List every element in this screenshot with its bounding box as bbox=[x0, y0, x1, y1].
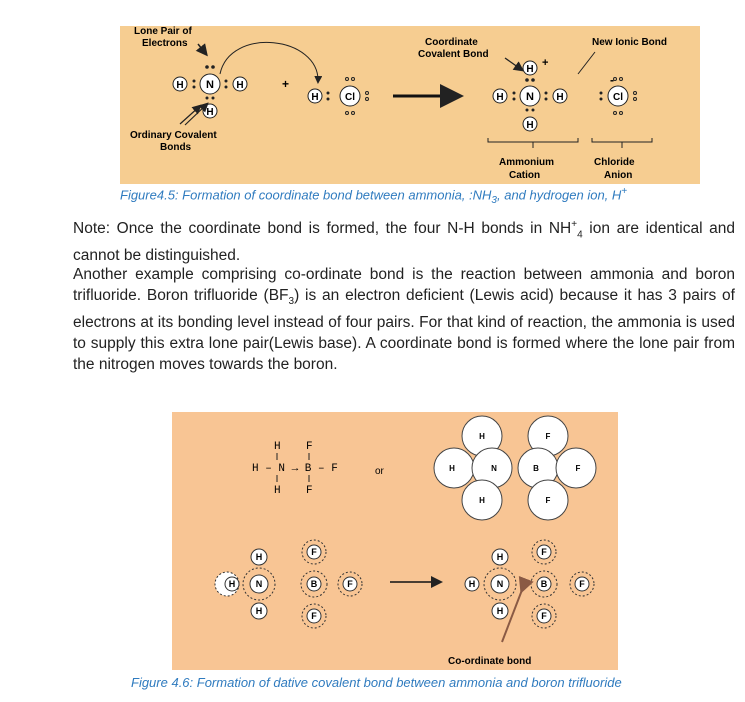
n-atom bbox=[519, 85, 541, 107]
svg-text:F: F bbox=[306, 485, 313, 497]
lone-pair-label: Lone Pair of bbox=[134, 26, 192, 37]
coord-bond-label: Coordinate bbox=[425, 37, 478, 48]
svg-text:B: B bbox=[541, 579, 548, 589]
svg-text:H: H bbox=[526, 64, 533, 75]
h-atom bbox=[172, 76, 188, 92]
new-ionic-bond-label: New Ionic Bond bbox=[592, 37, 667, 48]
svg-text:H: H bbox=[256, 552, 263, 562]
svg-text:H: H bbox=[229, 579, 236, 589]
coord-bond-pointer bbox=[504, 57, 525, 72]
svg-text:H: H bbox=[311, 92, 318, 103]
svg-text:H: H bbox=[479, 496, 485, 505]
cl-atom bbox=[339, 85, 361, 107]
svg-text:H: H bbox=[496, 92, 503, 103]
coord-bond-label-2: Covalent Bond bbox=[418, 49, 489, 60]
svg-text:F: F bbox=[306, 441, 313, 453]
svg-text:N: N bbox=[497, 579, 504, 589]
svg-text:N: N bbox=[206, 79, 214, 91]
svg-text:H: H bbox=[497, 606, 504, 616]
h-atom bbox=[232, 76, 248, 92]
svg-text:H: H bbox=[236, 80, 243, 91]
h-atom bbox=[307, 88, 323, 104]
svg-text:H: H bbox=[479, 432, 485, 441]
ordinary-bonds-label: Ordinary Covalent bbox=[130, 130, 217, 141]
ammonium-chloride-figure: Lone Pair of Electrons Coordinate Covale… bbox=[120, 26, 700, 184]
svg-text:H: H bbox=[206, 107, 213, 118]
svg-text:H: H bbox=[526, 120, 533, 131]
lone-pair-pointer bbox=[195, 43, 208, 57]
svg-text:H: H bbox=[469, 579, 476, 589]
svg-text:+: + bbox=[542, 57, 548, 69]
coordinate-bond-label: Co-ordinate bond bbox=[448, 656, 531, 667]
svg-text:H: H bbox=[497, 552, 504, 562]
n-atom bbox=[199, 73, 221, 95]
svg-text:B: B bbox=[533, 464, 539, 473]
svg-text:Bonds: Bonds bbox=[160, 142, 192, 153]
ionic-bond-pointer bbox=[577, 51, 596, 75]
svg-text:N: N bbox=[526, 91, 534, 103]
cl-ion bbox=[607, 85, 629, 107]
svg-text:F: F bbox=[546, 496, 551, 505]
svg-text:N: N bbox=[256, 579, 263, 589]
structural-formula: H – N → B – F bbox=[252, 463, 338, 475]
bf3-paragraph: Another example comprising co-ordinate b… bbox=[73, 266, 735, 374]
svg-text:Cl: Cl bbox=[345, 92, 355, 103]
lone-pair-label-2: Electrons bbox=[142, 38, 188, 49]
svg-text:F: F bbox=[311, 547, 317, 557]
figure-4-6-caption: Figure 4.6: Formation of dative covalent… bbox=[131, 675, 622, 690]
anion-label: Anion bbox=[604, 170, 632, 181]
svg-text:N: N bbox=[491, 464, 497, 473]
svg-text:B: B bbox=[311, 579, 318, 589]
ammonia-bf3-diagram: H F H – N → B – F H F or H F H N B F H F bbox=[214, 415, 597, 667]
coordinate-bond-pointer bbox=[501, 575, 534, 643]
svg-text:H: H bbox=[274, 441, 281, 453]
cation-label: Cation bbox=[509, 170, 540, 181]
nh3-bf3-reactants bbox=[214, 539, 363, 629]
chloride-label: Chloride bbox=[594, 157, 635, 168]
svg-text:H: H bbox=[449, 464, 455, 473]
svg-text:Cl: Cl bbox=[613, 92, 623, 103]
figure-4-5-caption: Figure4.5: Formation of coordinate bond … bbox=[120, 186, 628, 206]
orbital-overlap-model bbox=[433, 415, 597, 521]
svg-text:+: + bbox=[282, 77, 289, 91]
ammonia-bf3-figure: H F H – N → B – F H F or H F H N B F H F bbox=[172, 412, 618, 670]
nh3bf3-product bbox=[464, 539, 595, 629]
svg-text:F: F bbox=[579, 579, 585, 589]
svg-text:H: H bbox=[556, 92, 563, 103]
svg-text:F: F bbox=[311, 611, 317, 621]
svg-text:F: F bbox=[546, 432, 551, 441]
svg-text:H: H bbox=[274, 485, 281, 497]
or-label: or bbox=[375, 466, 385, 477]
svg-text:F: F bbox=[576, 464, 581, 473]
svg-text:F: F bbox=[541, 611, 547, 621]
svg-text:-: - bbox=[610, 73, 614, 87]
curved-arrow bbox=[219, 42, 323, 84]
note-paragraph: Note: Once the coordinate bond is formed… bbox=[73, 219, 735, 265]
svg-text:F: F bbox=[541, 547, 547, 557]
svg-text:H: H bbox=[256, 606, 263, 616]
ammonium-label: Ammonium bbox=[499, 157, 554, 168]
svg-text:F: F bbox=[347, 579, 353, 589]
ammonium-chloride-diagram: Lone Pair of Electrons Coordinate Covale… bbox=[130, 26, 667, 181]
svg-text:H: H bbox=[176, 80, 183, 91]
